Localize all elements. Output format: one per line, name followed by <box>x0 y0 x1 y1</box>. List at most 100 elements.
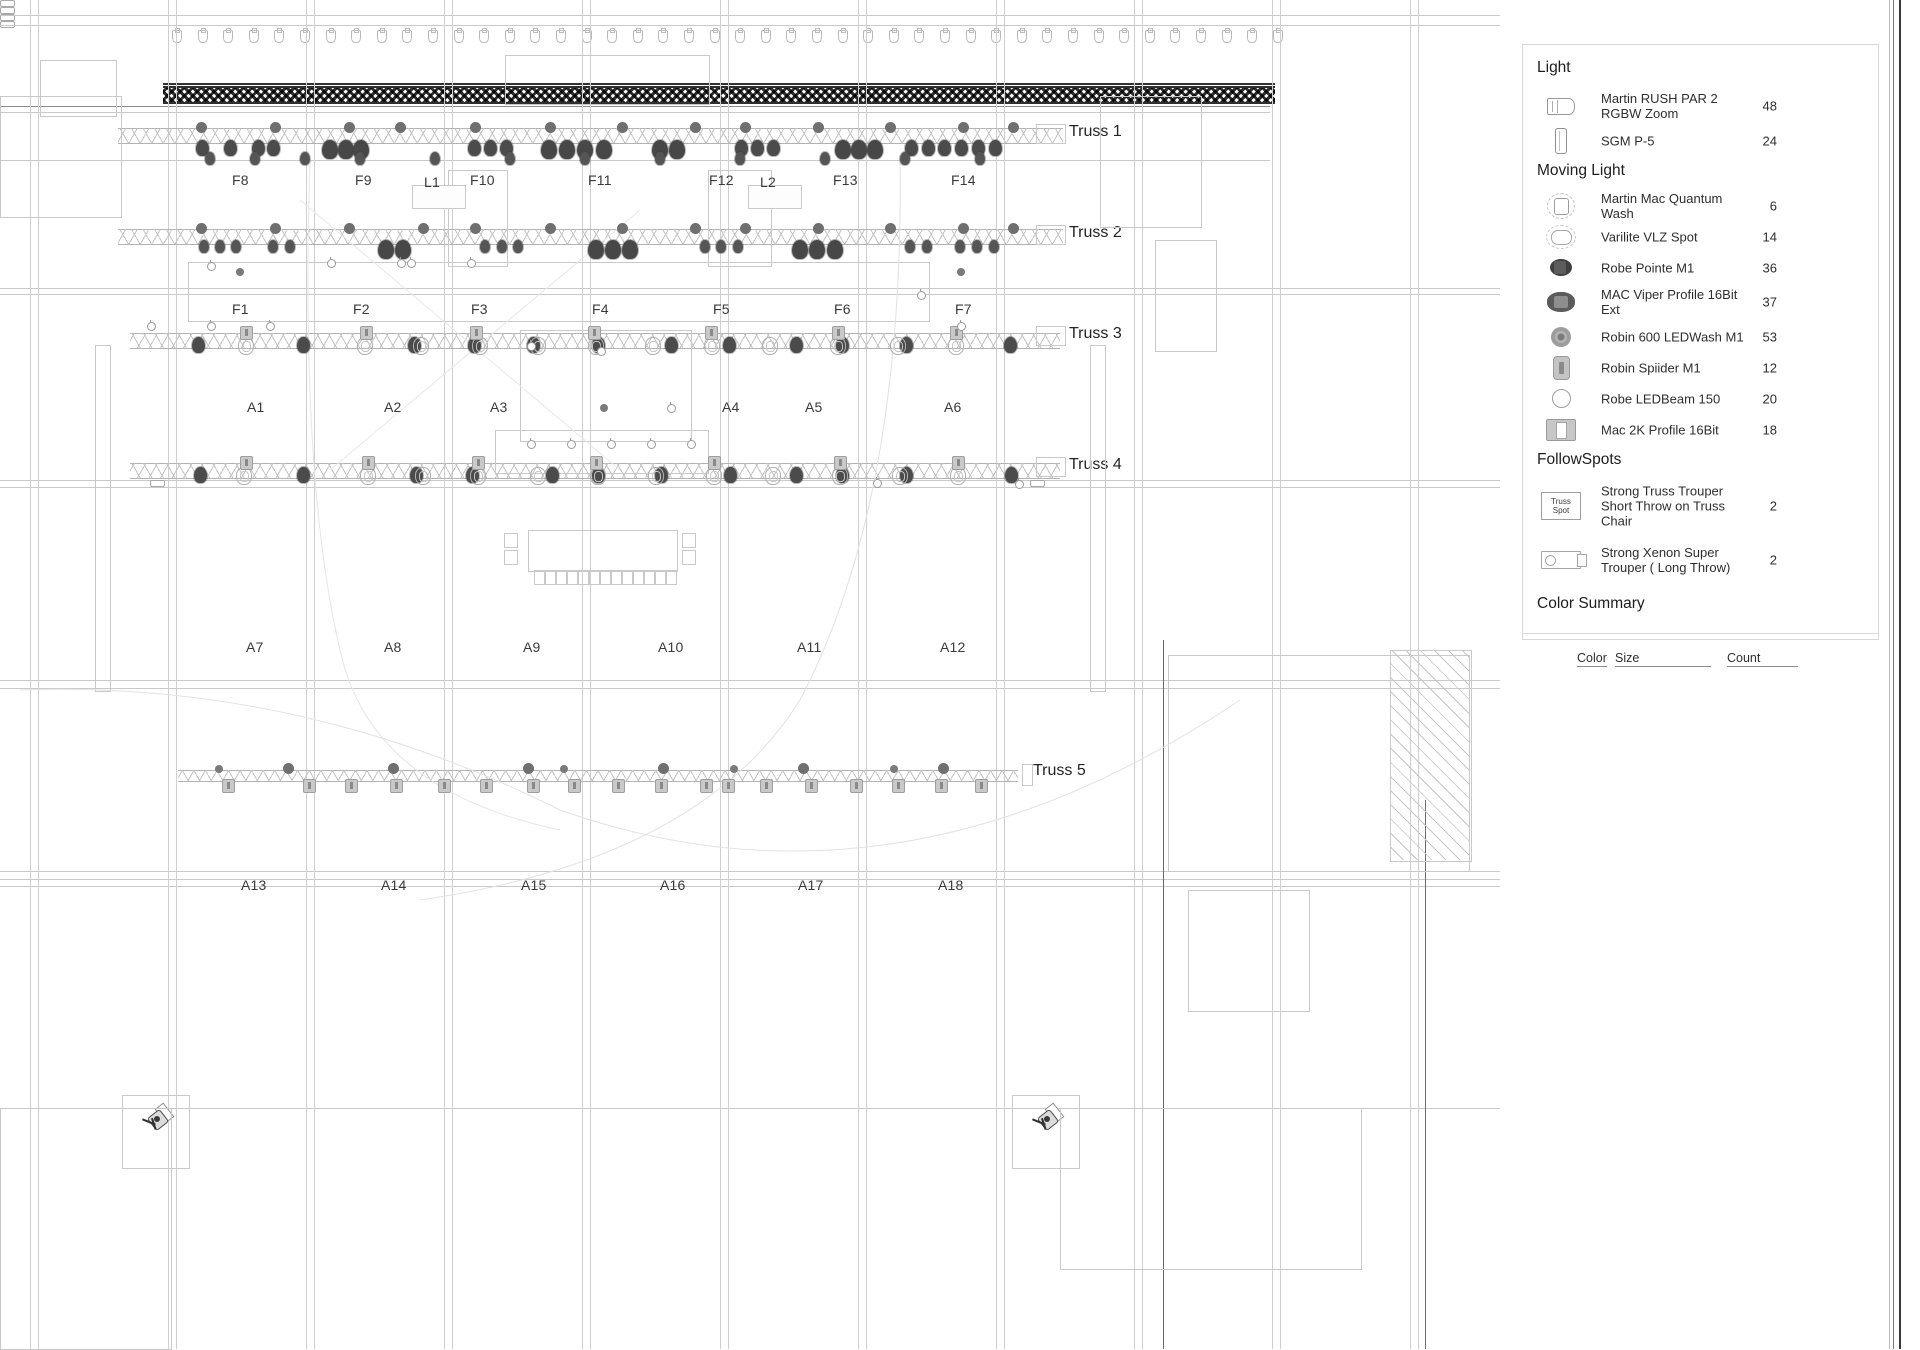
fixture-small-circle <box>957 320 966 331</box>
legend-fixture-name: Varilite VLZ Spot <box>1601 229 1698 244</box>
fixture-moving-head-truss2 <box>199 240 209 253</box>
fixture-wash-truss4 <box>765 467 781 485</box>
struct-line-h <box>0 480 1500 481</box>
bay-gridline <box>1280 0 1281 1349</box>
legend-fixture-count: 48 <box>1762 98 1777 114</box>
fixture-spiider-truss5 <box>935 779 948 793</box>
fixture-moving-head-truss2 <box>480 240 490 253</box>
legend-fixture-count: 2 <box>1769 552 1777 568</box>
grid-hang-point <box>300 28 310 43</box>
fixture-moving-head-truss1 <box>851 140 867 159</box>
legend-fixture-name: Mac 2K Profile 16Bit <box>1601 422 1719 437</box>
fixture-spiider-truss3 <box>950 326 963 340</box>
front-label-f13: F13 <box>833 172 858 188</box>
fixture-spiider-truss5 <box>480 779 493 793</box>
bay-gridline <box>996 0 997 1349</box>
grid-hang-point <box>479 28 490 43</box>
grid-hang-point <box>556 28 566 43</box>
foh-riser-right-b <box>682 550 696 565</box>
audience-label-a1: A1 <box>247 399 265 415</box>
fixture-moving-head-truss2 <box>513 240 523 253</box>
struct-line-b <box>0 25 1500 26</box>
fixture-spiider-truss5 <box>760 779 773 793</box>
followspot-position-left <box>122 1095 190 1169</box>
fixture-spiider-truss4 <box>240 456 253 470</box>
truss-4-hanger <box>1030 480 1045 487</box>
bay-gridline <box>30 0 31 1349</box>
fixture-spiider-truss3 <box>470 326 483 340</box>
structural-column <box>1163 640 1164 1349</box>
fixture-small-circle <box>1015 478 1024 489</box>
grid-hang-point <box>428 28 438 43</box>
foh-tech-table <box>528 530 678 572</box>
house-right-stair <box>1188 890 1310 1012</box>
fixture-wash-truss3 <box>762 337 778 355</box>
fixture-spiider-truss3 <box>360 326 373 340</box>
color-summary-column-color: Color <box>1577 651 1607 667</box>
front-label-f3: F3 <box>471 301 488 317</box>
fixture-spiider-truss5 <box>975 779 988 793</box>
fixture-ledwash-truss1 <box>617 122 628 133</box>
seating-block-bottom-right <box>1060 1108 1362 1270</box>
front-label-f8: F8 <box>232 172 249 188</box>
robin-ledwash-icon <box>1551 326 1571 347</box>
fixture-moving-head-truss2 <box>215 240 225 253</box>
fixture-moving-head-truss1-row2 <box>820 152 830 165</box>
legend-symbol <box>1541 287 1581 317</box>
legend-symbol <box>1541 191 1581 221</box>
grid-hang-point <box>1016 28 1027 43</box>
fixture-moving-head-truss1 <box>751 140 764 156</box>
fixture-moving-head-truss1 <box>267 140 280 156</box>
fixture-moving-head-truss1 <box>338 140 354 159</box>
xenon-followspot-icon <box>1541 551 1587 569</box>
fixture-moving-head-truss1 <box>541 140 557 159</box>
stage-roof-grid-band <box>163 86 1275 104</box>
fixture-small-circle <box>327 257 336 268</box>
legend-fixture-name: Robe LEDBeam 150 <box>1601 391 1721 406</box>
fixture-moving-head-truss1 <box>905 140 918 156</box>
bay-gridline <box>38 0 39 1349</box>
fixture-spiider-truss4 <box>472 456 485 470</box>
catwalk-right <box>1090 345 1106 692</box>
truss-3-label-leader <box>1036 326 1066 346</box>
front-label-f10: F10 <box>470 172 495 188</box>
fixture-moving-head-truss2 <box>605 240 621 259</box>
legend-fixture-count: 14 <box>1762 229 1777 244</box>
legend-symbol <box>1541 91 1581 121</box>
front-label-f7: F7 <box>955 301 972 317</box>
robe-ledbeam-icon <box>1551 389 1571 408</box>
foh-seat <box>611 570 622 585</box>
front-label-f6: F6 <box>834 301 851 317</box>
house-right-block <box>1155 240 1217 352</box>
fixture-small-circle <box>147 320 156 331</box>
fixture-beam-truss5 <box>730 765 738 773</box>
legend-fixture-name: MAC Viper Profile 16Bit Ext <box>1601 287 1738 317</box>
fixture-wash-truss3 <box>645 337 661 355</box>
legend-symbol <box>1541 415 1581 445</box>
color-summary-separator <box>1523 633 1878 634</box>
foh-seat <box>633 570 644 585</box>
house-right-wall <box>1100 96 1202 228</box>
fixture-moving-head-truss1 <box>484 140 497 156</box>
truss-3-label: Truss 3 <box>1069 325 1122 342</box>
fixture-moving-head-truss1 <box>938 140 951 156</box>
fixture-ledwash-truss2 <box>740 223 751 234</box>
fixture-spiider-truss5 <box>892 779 905 793</box>
fixture-ledwash-truss1 <box>813 122 824 133</box>
structural-column <box>1425 800 1426 1349</box>
truss-4-hanger <box>150 480 165 487</box>
audience-label-a18: A18 <box>938 877 964 893</box>
fixture-moving-head-truss1 <box>559 140 575 159</box>
grid-hang-point <box>1170 28 1181 43</box>
audience-label-a15: A15 <box>521 877 547 893</box>
bay-gridline <box>1004 0 1005 1349</box>
fixture-moving-head-truss2 <box>905 240 915 253</box>
grid-hang-point <box>1196 28 1206 43</box>
moving-head-spot-icon <box>1546 224 1576 249</box>
foh-seat <box>534 570 545 585</box>
fixture-moving-head-truss4 <box>546 467 559 483</box>
audience-label-a4: A4 <box>722 399 740 415</box>
fixture-spiider-truss3 <box>588 326 601 340</box>
